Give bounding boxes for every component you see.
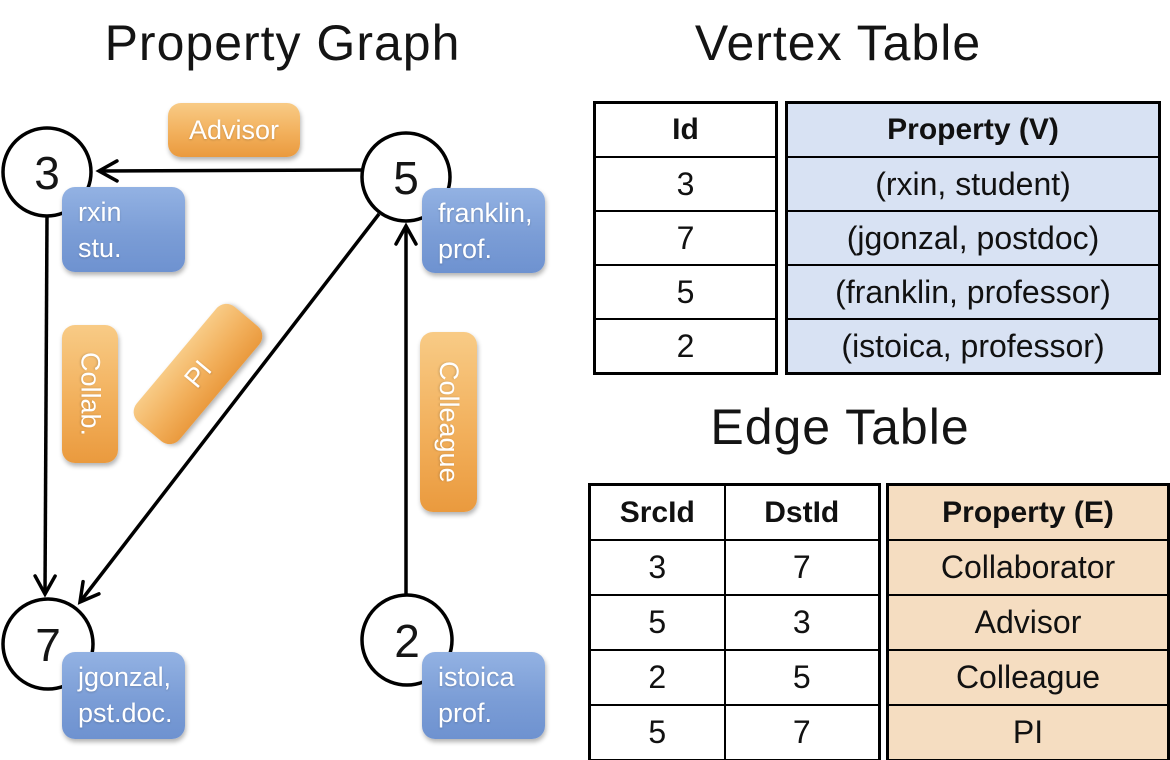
edge-label-advisor-text: Advisor xyxy=(188,114,280,145)
vertex-property-box-5: franklin, prof. xyxy=(422,188,545,273)
edge-label-colleague-text: Colleague xyxy=(434,361,464,483)
table-row: (rxin, student) xyxy=(785,156,1161,212)
vertex-property-line: istoica xyxy=(438,662,515,692)
vertex-property-line: jgonzal, xyxy=(78,662,172,692)
edge-table-title: Edge Table xyxy=(710,399,970,455)
edge-property-cell: PI xyxy=(886,704,1170,760)
vertex-property-box-2: istoica prof. xyxy=(422,652,545,739)
table-row: 3 7 xyxy=(588,539,881,596)
edge-property-header: Property (E) xyxy=(886,483,1170,541)
edge-label-colleague: Colleague xyxy=(420,332,477,512)
table-row: Colleague xyxy=(886,649,1170,706)
edge-label-advisor: Advisor xyxy=(168,103,300,157)
edge-line-pi-5-to-7 xyxy=(77,212,381,605)
table-row: (istoica, professor) xyxy=(785,318,1161,375)
edge-label-collab-text: Collab. xyxy=(75,351,106,437)
table-row: 5 xyxy=(593,264,778,320)
edge-property-table: Property (E) Collaborator Advisor Collea… xyxy=(886,483,1170,760)
edge-dst-cell: 7 xyxy=(723,539,881,596)
vertex-property-box-7: jgonzal, pst.doc. xyxy=(62,652,185,739)
vertex-table: Id 3 7 5 2 Property (V) (rxin, student) … xyxy=(593,101,1161,375)
vertex-id-5: 5 xyxy=(393,152,419,204)
edge-src-cell: 3 xyxy=(588,539,726,596)
edge-src-cell: 2 xyxy=(588,649,726,706)
vertex-property-box-3: rxin stu. xyxy=(62,187,185,272)
vertex-property-cell: (istoica, professor) xyxy=(785,318,1161,375)
vertex-property-line: rxin xyxy=(78,197,122,227)
edge-dst-cell: 3 xyxy=(723,594,881,651)
edge-dst-header: DstId xyxy=(723,483,881,541)
property-graph-title: Property Graph xyxy=(104,15,461,71)
table-row: 5 7 xyxy=(588,704,881,760)
vertex-property-line: prof. xyxy=(438,233,493,264)
vertex-id-3: 3 xyxy=(34,147,60,199)
vertex-id-column-table: Id 3 7 5 2 xyxy=(593,101,778,375)
vertex-id-7: 7 xyxy=(35,619,61,671)
table-row: 5 3 xyxy=(588,594,881,651)
table-row: Advisor xyxy=(886,594,1170,651)
edge-table: SrcId DstId 3 7 5 3 2 5 5 7 Property (E)… xyxy=(588,483,1170,760)
edge-src-cell: 5 xyxy=(588,704,726,760)
vertex-property-line: prof. xyxy=(438,697,493,728)
edge-property-cell: Colleague xyxy=(886,649,1170,706)
table-row: 3 xyxy=(593,156,778,212)
vertex-property-line: stu. xyxy=(78,232,122,263)
vertex-property-cell: (franklin, professor) xyxy=(785,264,1161,320)
vertex-property-column-table: Property (V) (rxin, student) (jgonzal, p… xyxy=(785,101,1161,375)
table-row: 2 xyxy=(593,318,778,375)
edge-src-header: SrcId xyxy=(588,483,726,541)
table-row: 2 5 xyxy=(588,649,881,706)
vertex-property-line: pst.doc. xyxy=(78,697,173,728)
vertex-property-cell: (rxin, student) xyxy=(785,156,1161,212)
edge-line-collaborator-3-to-7 xyxy=(33,215,57,598)
vertex-id-header: Id xyxy=(593,101,778,158)
vertex-id-cell: 7 xyxy=(593,210,778,266)
edge-src-cell: 5 xyxy=(588,594,726,651)
vertex-table-title: Vertex Table xyxy=(694,15,982,71)
edge-line-advisor-5-to-3 xyxy=(95,159,365,183)
table-row: (jgonzal, postdoc) xyxy=(785,210,1161,266)
table-row: PI xyxy=(886,704,1170,760)
edge-dst-cell: 7 xyxy=(723,704,881,760)
vertex-id-cell: 3 xyxy=(593,156,778,212)
edge-src-dst-table: SrcId DstId 3 7 5 3 2 5 5 7 xyxy=(588,483,881,760)
edge-dst-cell: 5 xyxy=(723,649,881,706)
table-row: 7 xyxy=(593,210,778,266)
vertex-id-cell: 2 xyxy=(593,318,778,375)
vertex-property-line: franklin, xyxy=(438,198,533,228)
edge-property-cell: Collaborator xyxy=(886,539,1170,596)
table-row: Collaborator xyxy=(886,539,1170,596)
edge-label-collab: Collab. xyxy=(62,325,118,463)
edge-label-pi-text: PI xyxy=(177,354,218,394)
edge-property-cell: Advisor xyxy=(886,594,1170,651)
vertex-id-2: 2 xyxy=(394,615,420,667)
vertex-property-header: Property (V) xyxy=(785,101,1161,158)
vertex-property-cell: (jgonzal, postdoc) xyxy=(785,210,1161,266)
vertex-id-cell: 5 xyxy=(593,264,778,320)
table-row: (franklin, professor) xyxy=(785,264,1161,320)
